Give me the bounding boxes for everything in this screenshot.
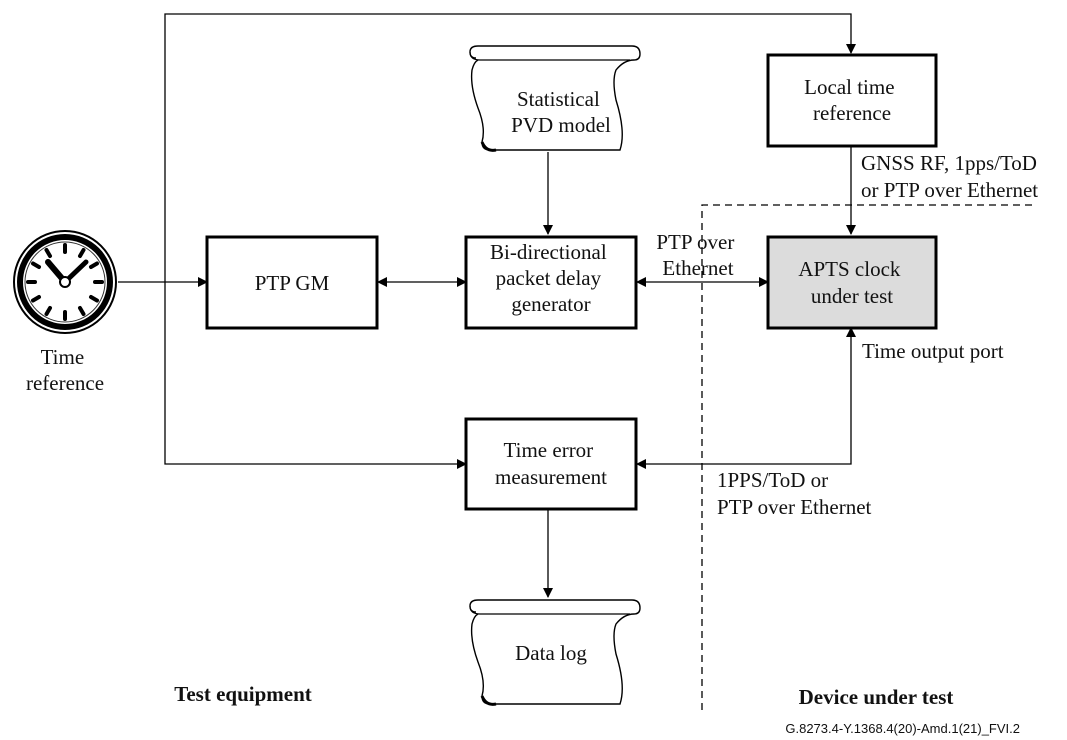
clock-tick: [44, 248, 52, 258]
apts-clock-under-test-box: APTS clock under test: [766, 235, 938, 330]
clock-tick: [78, 248, 86, 258]
local-time-reference-label: Local time reference: [804, 75, 900, 125]
clock-tick: [31, 295, 41, 303]
ptp-gm-label: PTP GM: [255, 271, 330, 295]
device-under-test-boundary: [701, 204, 1032, 710]
data-log-scroll: Data log: [469, 599, 641, 706]
time-reference-clock-icon: [13, 230, 117, 334]
pps-tod-link-label: 1PPS/ToD or PTP over Ethernet: [717, 468, 872, 519]
clock-tick: [78, 306, 86, 316]
statistical-pvd-model-scroll: Statistical PVD model: [469, 45, 641, 152]
time-error-measurement-box: Time error measurement: [464, 417, 638, 511]
data-log-label: Data log: [515, 641, 587, 665]
reference-to-local-time-arrow: [164, 13, 856, 282]
device-under-test-label: Device under test: [799, 685, 954, 709]
gnss-link-label: GNSS RF, 1pps/ToD or PTP over Ethernet: [861, 151, 1042, 202]
clock-measurement-link: [636, 327, 856, 469]
local-time-reference-box: Local time reference: [766, 53, 938, 148]
clock-tick: [44, 306, 52, 316]
clock-tick: [89, 295, 99, 303]
apts-clock-label: APTS clock under test: [798, 257, 905, 308]
ptp-gm-box: PTP GM: [205, 235, 379, 330]
ptp-over-ethernet-label: PTP over Ethernet: [656, 230, 739, 280]
time-reference-label: Time reference: [26, 345, 104, 395]
test-equipment-label: Test equipment: [174, 682, 312, 706]
clock-tick: [31, 261, 41, 269]
clock-tick: [89, 261, 99, 269]
statistical-pvd-model-label: Statistical PVD model: [511, 87, 611, 137]
time-output-port-label: Time output port: [862, 339, 1004, 363]
packet-delay-generator-label: Bi-directional packet delay generator: [490, 240, 612, 316]
figure-id: G.8273.4-Y.1368.4(20)-Amd.1(21)_FVI.2: [785, 721, 1020, 736]
reference-to-measurement-arrow: [164, 282, 467, 469]
packet-delay-generator-box: Bi-directional packet delay generator: [464, 235, 638, 330]
time-error-measurement-label: Time error measurement: [495, 438, 607, 489]
